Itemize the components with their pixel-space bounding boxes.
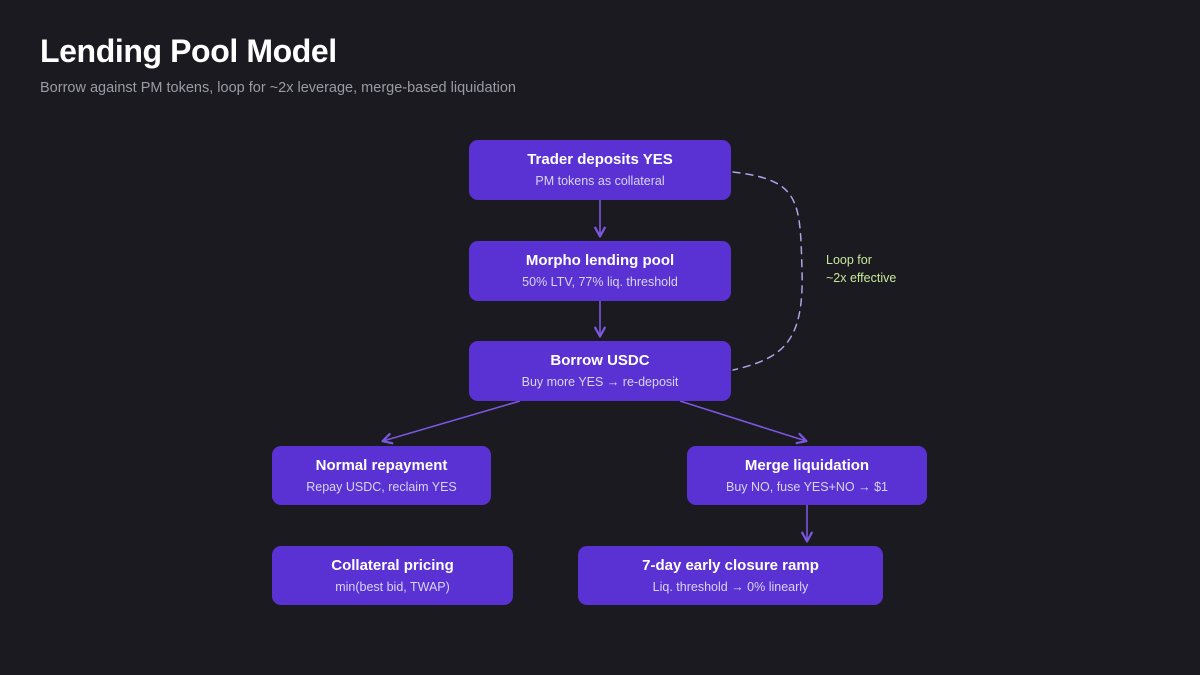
node-subtitle: 50% LTV, 77% liq. threshold <box>522 275 678 289</box>
node-subtitle: Buy NO, fuse YES+NO → $1 <box>726 479 888 494</box>
node-subtitle: Liq. threshold → 0% linearly <box>652 579 809 594</box>
node-subtitle: PM tokens as collateral <box>535 174 665 188</box>
node-title: Normal repayment <box>315 456 448 474</box>
loop-annotation-line2: ~2x effective <box>826 271 897 285</box>
loop-annotation-line1: Loop for <box>826 253 872 267</box>
page-subtitle: Borrow against PM tokens, loop for ~2x l… <box>40 80 516 96</box>
header: Lending Pool Model Borrow against PM tok… <box>40 30 940 98</box>
node-title: 7-day early closure ramp <box>642 556 819 574</box>
edge-borrow-to-repayment <box>381 400 521 445</box>
node-morpho-lending-pool[interactable]: Morpho lending pool 50% LTV, 77% liq. th… <box>469 241 731 301</box>
node-7-day-early-closure-ramp[interactable]: 7-day early closure ramp Liq. threshold … <box>578 546 883 605</box>
node-subtitle: Buy more YES → re-deposit <box>521 375 679 389</box>
node-trader-deposits-yes[interactable]: Trader deposits YES PM tokens as collate… <box>469 140 731 200</box>
node-borrow-usdc[interactable]: Borrow USDC Buy more YES → re-deposit <box>469 341 731 401</box>
node-title: Trader deposits YES <box>527 151 673 168</box>
node-title: Merge liquidation <box>744 456 870 474</box>
node-collateral-pricing[interactable]: Collateral pricing min(best bid, TWAP) <box>272 546 513 605</box>
node-title: Collateral pricing <box>331 556 454 574</box>
edge-loop-dashed <box>732 171 803 371</box>
loop-annotation: Loop for ~2x effective <box>826 251 896 287</box>
edge-borrow-to-merge <box>679 400 808 445</box>
node-subtitle: min(best bid, TWAP) <box>335 579 450 594</box>
node-subtitle: Repay USDC, reclaim YES <box>306 479 457 494</box>
page-title: Lending Pool Model <box>40 33 337 69</box>
node-merge-liquidation[interactable]: Merge liquidation Buy NO, fuse YES+NO → … <box>687 446 927 505</box>
node-title: Borrow USDC <box>550 352 650 369</box>
node-normal-repayment[interactable]: Normal repayment Repay USDC, reclaim YES <box>272 446 491 505</box>
node-title: Morpho lending pool <box>525 252 675 269</box>
